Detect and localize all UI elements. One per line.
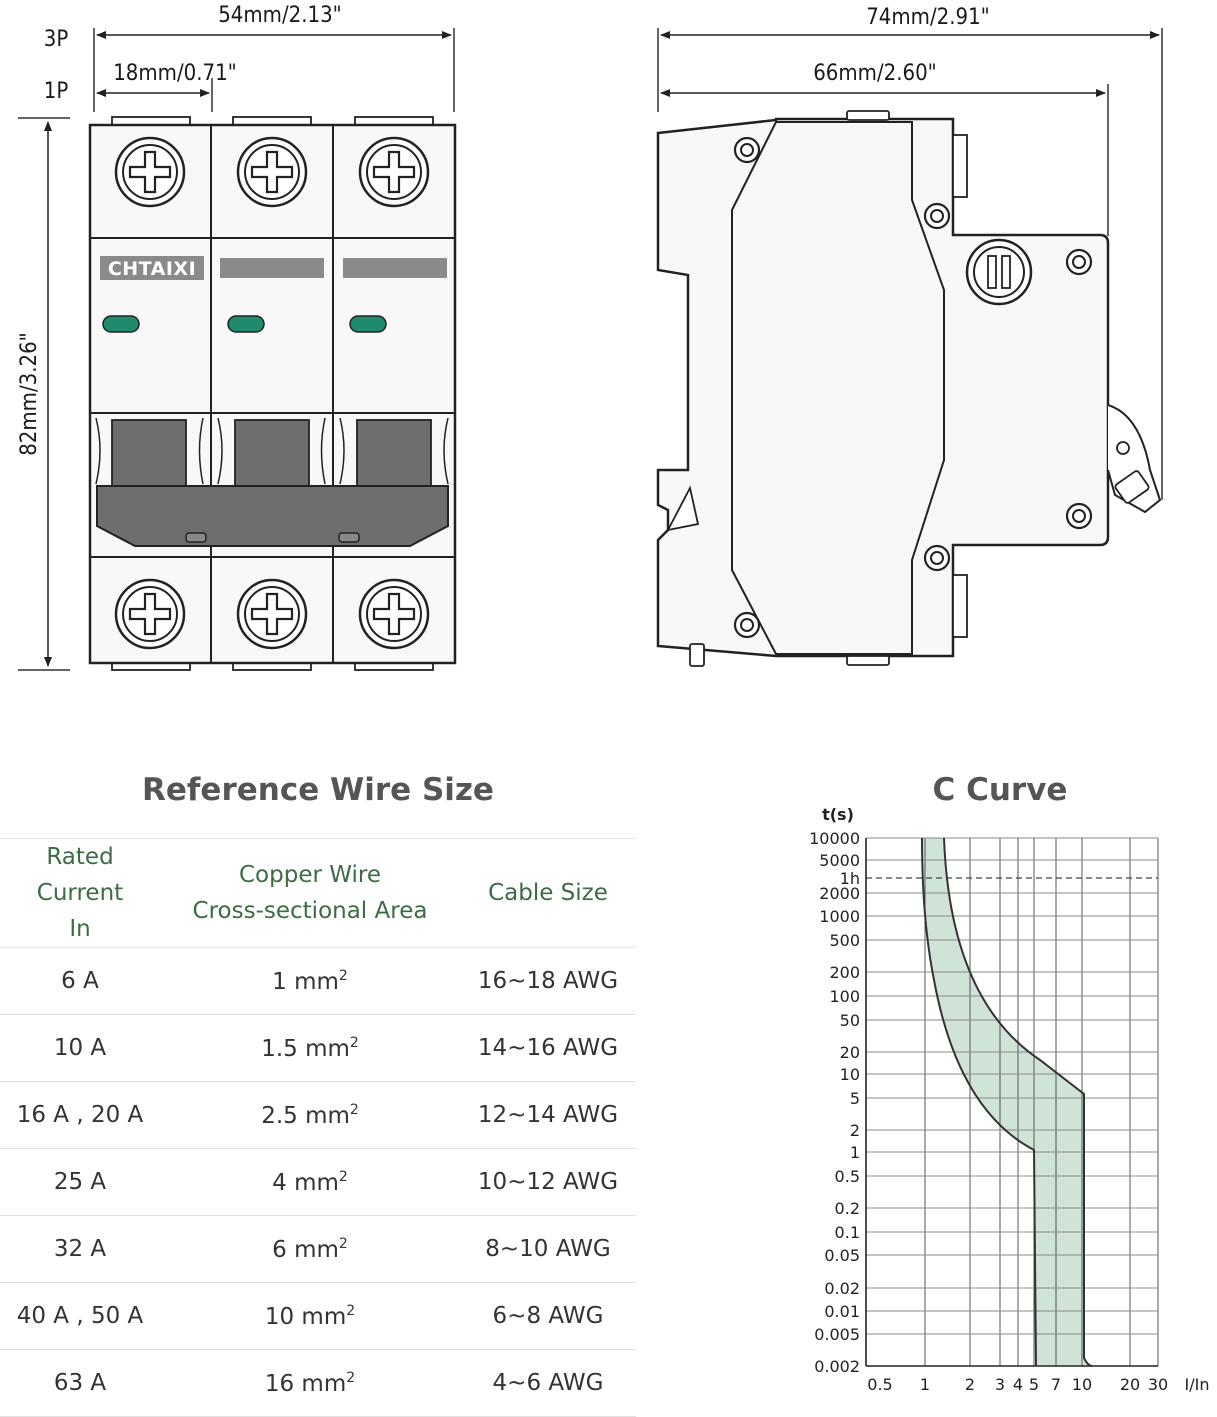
terminal-screw-icon (114, 578, 186, 650)
curve-title: C Curve (932, 772, 1068, 808)
cell-copper-area: 10 mm2 (160, 1282, 460, 1350)
cell-rated-current: 32 A (0, 1215, 160, 1283)
wire-table-title: Reference Wire Size (142, 772, 494, 808)
label-3p: 3P (44, 27, 69, 52)
table-header-row: Rated Current In Copper Wire Cross-secti… (0, 838, 636, 948)
mounting-screw-icon (1065, 502, 1093, 530)
terminal-screw-icon (358, 136, 430, 208)
cell-rated-current: 6 A (0, 947, 160, 1015)
cell-cable-size: 4~6 AWG (460, 1349, 636, 1417)
label-plate (343, 258, 447, 278)
superscript: 2 (346, 1369, 356, 1386)
terminal-screw-icon (114, 136, 186, 208)
superscript: 2 (338, 967, 348, 984)
cell-copper-area: 1.5 mm2 (160, 1014, 460, 1082)
brand-label: CHTAIXI (108, 258, 196, 280)
superscript: 2 (346, 1302, 356, 1319)
cell-copper-area: 6 mm2 (160, 1215, 460, 1283)
front-view: 54mm/2.13" 18mm/0.71" 3P 1P 82mm/3.26" (17, 3, 457, 671)
wire-size-table: Rated Current In Copper Wire Cross-secti… (0, 838, 636, 1417)
superscript: 2 (349, 1101, 359, 1118)
cell-cable-size: 6~8 AWG (460, 1282, 636, 1350)
breaker-body-side (656, 117, 1110, 658)
cell-copper-area: 16 mm2 (160, 1349, 460, 1417)
superscript: 2 (349, 1034, 359, 1051)
mounting-screw-icon (923, 544, 951, 572)
mounting-screw-icon (733, 611, 761, 639)
cell-rated-current: 16 A , 20 A (0, 1081, 160, 1149)
label-plate (220, 258, 324, 278)
cell-cable-size: 8~10 AWG (460, 1215, 636, 1283)
status-indicator-icon (349, 315, 387, 333)
terminal-screw-icon (358, 578, 430, 650)
depth-total-label: 74mm/2.91" (866, 5, 990, 30)
terminal-screw-icon (236, 578, 308, 650)
cell-cable-size: 12~14 AWG (460, 1081, 636, 1149)
header-cable-size: Cable Size (460, 838, 636, 948)
cell-rated-current: 25 A (0, 1148, 160, 1216)
width-1p-label: 18mm/0.71" (113, 61, 237, 86)
status-indicator-icon (227, 315, 265, 333)
side-view: 74mm/2.91" 66mm/2.60" (656, 5, 1163, 667)
cell-cable-size: 14~16 AWG (460, 1014, 636, 1082)
header-rated-current: Rated Current In (0, 838, 160, 948)
mounting-screw-icon (923, 202, 951, 230)
depth-body-label: 66mm/2.60" (813, 61, 937, 86)
superscript: 2 (338, 1168, 348, 1185)
brand-plate (100, 256, 204, 280)
cell-copper-area: 1 mm2 (160, 947, 460, 1015)
cell-rated-current: 63 A (0, 1349, 160, 1417)
status-indicator-icon (102, 315, 140, 333)
superscript: 2 (338, 1235, 348, 1252)
mounting-screw-icon (733, 136, 761, 164)
cell-rated-current: 10 A (0, 1014, 160, 1082)
cell-copper-area: 4 mm2 (160, 1148, 460, 1216)
cell-copper-area: 2.5 mm2 (160, 1081, 460, 1149)
cell-rated-current: 40 A , 50 A (0, 1282, 160, 1350)
mounting-screw-icon (1065, 248, 1093, 276)
cell-cable-size: 16~18 AWG (460, 947, 636, 1015)
terminal-screw-icon (236, 136, 308, 208)
header-copper-area: Copper Wire Cross-sectional Area (160, 838, 460, 948)
cell-cable-size: 10~12 AWG (460, 1148, 636, 1216)
toggle-handle (96, 485, 449, 547)
breaker-body-front (88, 123, 457, 665)
height-label: 82mm/3.26" (17, 332, 42, 456)
label-1p: 1P (44, 79, 69, 104)
width-3p-label: 54mm/2.13" (218, 3, 342, 28)
